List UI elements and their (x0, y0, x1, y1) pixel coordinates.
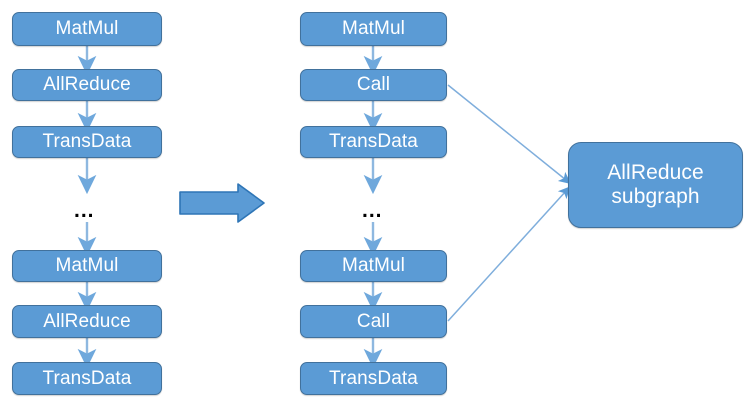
node-call-middle-1[interactable]: Call (300, 69, 447, 101)
node-transdata-middle-1[interactable]: TransData (300, 126, 447, 158)
node-matmul-middle-2[interactable]: MatMul (300, 250, 447, 282)
node-transdata-left-2[interactable]: TransData (12, 362, 162, 395)
node-allreduce-left-2[interactable]: AllReduce (12, 305, 162, 338)
node-matmul-middle-1[interactable]: MatMul (300, 12, 447, 46)
connector-call-bottom-to-subgraph (447, 186, 571, 322)
node-matmul-left-2[interactable]: MatMul (12, 250, 162, 282)
node-allreduce-left-1[interactable]: AllReduce (12, 69, 162, 101)
node-call-middle-2[interactable]: Call (300, 305, 447, 338)
connector-call-top-to-subgraph (447, 84, 571, 184)
node-allreduce-subgraph[interactable]: AllReduce subgraph (568, 142, 743, 228)
transform-block-arrow (179, 183, 265, 223)
node-transdata-middle-2[interactable]: TransData (300, 362, 447, 395)
ellipsis-left: ... (74, 199, 95, 222)
node-transdata-left-1[interactable]: TransData (12, 126, 162, 158)
ellipsis-middle: ... (362, 199, 383, 222)
node-matmul-left-1[interactable]: MatMul (12, 12, 162, 46)
